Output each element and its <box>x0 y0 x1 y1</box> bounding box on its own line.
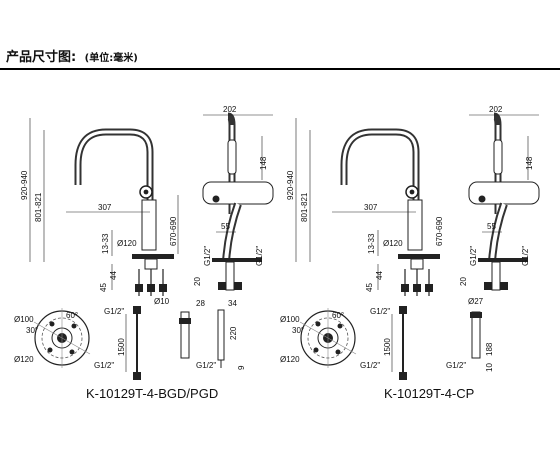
dim-reach: 307 <box>98 203 112 212</box>
dim-hose-thread-bottom: G1/2" <box>360 361 380 370</box>
header-rule <box>0 68 560 70</box>
variant-left-drawing <box>29 115 273 381</box>
dim-spray-length: 220 <box>229 326 238 340</box>
dim-thread-a: G1/2" <box>469 246 478 266</box>
dim-spray-tip: 10 <box>485 363 494 372</box>
dim-tail-diameter: Ø27 <box>468 297 484 306</box>
dim-diameter-100: Ø100 <box>14 315 34 324</box>
dim-hose-length: 1500 <box>117 338 126 356</box>
dim-overall-height: 920-940 <box>20 170 29 200</box>
dim-diameter-120: Ø120 <box>280 355 300 364</box>
dim-base-diameter: Ø120 <box>117 239 137 248</box>
dim-width-top: 202 <box>223 105 237 114</box>
dim-spout-height: 801-821 <box>34 192 43 222</box>
dim-diameter-120: Ø120 <box>14 355 34 364</box>
model-caption-left: K-10129T-4-BGD/PGD <box>86 386 219 401</box>
dim-inlet-pitch: 55 <box>221 222 230 231</box>
dim-connector-b: 44 <box>375 271 384 280</box>
dim-spray-width: 34 <box>228 299 237 308</box>
dim-angle-60: 60° <box>66 311 78 320</box>
dim-hose-thread-top: G1/2" <box>104 307 124 316</box>
dim-thread-b: G1/2" <box>521 246 530 266</box>
page-title: 产品尺寸图: <box>6 50 77 65</box>
dim-base-thickness: 13-33 <box>367 233 376 254</box>
dim-base-thickness: 13-33 <box>101 233 110 254</box>
dim-connector-a: 45 <box>99 283 108 292</box>
page-header: 产品尺寸图: (单位:毫米) <box>6 46 138 66</box>
dim-spray-tip: 9 <box>237 365 246 370</box>
dim-handle-height: 148 <box>525 156 534 170</box>
unit-note: (单位:毫米) <box>84 53 138 64</box>
dim-connector-b: 44 <box>109 271 118 280</box>
dim-tail-diameter: Ø10 <box>154 297 170 306</box>
dim-thread-b: G1/2" <box>255 246 264 266</box>
dim-hose-thread-top: G1/2" <box>370 307 390 316</box>
dim-thread-a: G1/2" <box>203 246 212 266</box>
dim-hose-thread-bottom: G1/2" <box>94 361 114 370</box>
dim-reach: 307 <box>364 203 378 212</box>
variant-right-drawing <box>295 115 539 381</box>
dim-body-height: 670-690 <box>169 216 178 246</box>
dim-hose-length: 1500 <box>383 338 392 356</box>
model-caption-right: K-10129T-4-CP <box>384 386 475 401</box>
dim-spray-length: 188 <box>485 342 494 356</box>
dim-width-top: 202 <box>489 105 503 114</box>
dim-spray-thread: G1/2" <box>446 361 466 370</box>
dim-connector-a: 45 <box>365 283 374 292</box>
dim-inlet-pitch: 55 <box>487 222 496 231</box>
dim-diameter-100: Ø100 <box>280 315 300 324</box>
dim-spray-thread: G1/2" <box>196 361 216 370</box>
dim-overall-height: 920-940 <box>286 170 295 200</box>
dim-inlet-height: 20 <box>193 277 202 286</box>
dim-spout-height: 801-821 <box>300 192 309 222</box>
dim-spray-diameter: 28 <box>196 299 205 308</box>
dim-inlet-height: 20 <box>459 277 468 286</box>
dim-base-diameter: Ø120 <box>383 239 403 248</box>
dim-body-height: 670-690 <box>435 216 444 246</box>
dim-handle-height: 148 <box>259 156 268 170</box>
dim-angle-30: 30° <box>26 326 38 335</box>
dim-angle-30: 30° <box>292 326 304 335</box>
dim-angle-60: 60° <box>332 311 344 320</box>
